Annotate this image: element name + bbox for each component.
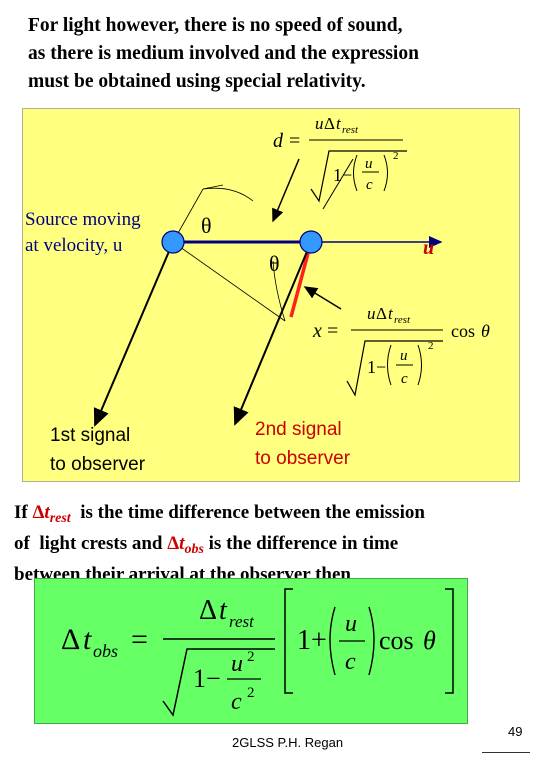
t-symbol-2: t	[179, 533, 185, 554]
svg-text:d: d	[273, 130, 284, 152]
doppler-formula-box: Δ t obs = Δ t rest 1− u 2 c 2 1+ u c cos…	[34, 578, 468, 724]
source-position-1	[161, 230, 185, 254]
svg-text:u: u	[345, 611, 357, 637]
signal-2-label: 2nd signal to observer	[255, 415, 350, 473]
theta-label-1: θ	[201, 213, 212, 238]
signal-1-path	[93, 241, 174, 427]
intro-line-1: For light however, there is no speed of …	[28, 15, 403, 36]
intro-line-3: must be obtained using special relativit…	[28, 71, 366, 92]
distance-equation: d = u Δ t rest 1− u c 2	[273, 114, 407, 203]
signal-1-label: 1st signal to observer	[50, 421, 145, 479]
description-line-1: If Δtrest is the time difference between…	[14, 498, 534, 529]
source-label-line-2: at velocity, u	[25, 235, 123, 256]
delta-symbol-2: Δ	[167, 533, 180, 554]
desc-if: If	[14, 502, 33, 523]
delta-t-rest: Δtrest	[32, 502, 71, 526]
desc-line1-rest: is the time difference between the emiss…	[70, 502, 425, 523]
svg-text:=: =	[131, 623, 148, 656]
desc-line2-start: of light crests and	[14, 533, 168, 554]
page-number-rule	[482, 752, 530, 753]
theta-label-2: θ	[269, 251, 280, 276]
svg-text:t: t	[388, 304, 394, 323]
svg-text:1+: 1+	[297, 625, 327, 656]
svg-text:1−: 1−	[193, 664, 221, 693]
svg-text:rest: rest	[342, 124, 359, 136]
svg-text:t: t	[336, 114, 342, 133]
svg-text:u: u	[231, 651, 243, 677]
svg-text:θ: θ	[481, 321, 490, 341]
projection-equation: x = u Δ t rest 1− u c 2 cos θ	[312, 304, 490, 397]
signal-2-label-line-2: to observer	[255, 448, 351, 469]
svg-text:cos: cos	[379, 626, 414, 655]
svg-text:t: t	[219, 595, 228, 626]
svg-text:1−: 1−	[333, 165, 352, 185]
svg-text:t: t	[83, 623, 92, 656]
svg-text:u: u	[315, 114, 324, 133]
svg-text:=: =	[327, 320, 338, 342]
svg-text:1−: 1−	[367, 357, 386, 377]
signal-2-label-line-1: 2nd signal	[255, 419, 342, 440]
angle-arc-1	[202, 187, 254, 202]
angle-arc-2	[272, 260, 286, 322]
arrow-line-upper	[322, 158, 354, 210]
diagram-panel: d = u Δ t rest 1− u c 2	[22, 108, 520, 482]
svg-text:c: c	[231, 689, 242, 715]
desc-line2-rest: is the difference in time	[203, 533, 399, 554]
arrow-to-d	[272, 158, 300, 223]
svg-text:2: 2	[247, 685, 255, 701]
svg-text:x: x	[312, 320, 322, 342]
svg-text:θ: θ	[423, 626, 436, 655]
description-line-2: of light crests and Δtobs is the differe…	[14, 529, 534, 560]
obs-subscript: obs	[184, 542, 204, 557]
delta-t-obs: Δtobs	[167, 533, 204, 557]
svg-text:Δ: Δ	[324, 114, 335, 133]
t-symbol: t	[44, 502, 50, 523]
signal-1-label-line-1: 1st signal	[50, 425, 131, 446]
svg-text:Δ: Δ	[376, 304, 387, 323]
intro-text: For light however, there is no speed of …	[28, 12, 528, 96]
velocity-label: u	[423, 237, 434, 259]
svg-text:rest: rest	[229, 612, 255, 631]
svg-text:rest: rest	[394, 314, 411, 326]
delta-symbol: Δ	[32, 502, 45, 523]
angle-guide-2	[172, 241, 286, 322]
signal-2-path	[233, 241, 312, 426]
doppler-diagram: d = u Δ t rest 1− u c 2	[93, 114, 490, 427]
source-label: Source moving at velocity, u	[25, 207, 141, 259]
rest-subscript: rest	[49, 511, 71, 526]
svg-text:u: u	[400, 348, 408, 364]
doppler-formula: Δ t obs = Δ t rest 1− u 2 c 2 1+ u c cos…	[61, 588, 454, 717]
svg-text:c: c	[401, 371, 408, 387]
distance-segment	[289, 241, 313, 318]
svg-text:2: 2	[247, 649, 255, 665]
source-position-2	[299, 230, 323, 254]
svg-text:Δ: Δ	[61, 623, 80, 656]
svg-text:u: u	[365, 156, 373, 172]
svg-text:2: 2	[428, 340, 434, 352]
svg-text:obs: obs	[93, 641, 118, 661]
svg-text:Δ: Δ	[199, 595, 217, 626]
svg-text:cos: cos	[451, 321, 475, 341]
description-text: If Δtrest is the time difference between…	[14, 498, 534, 589]
signal-1-label-line-2: to observer	[50, 454, 146, 475]
svg-text:=: =	[289, 130, 300, 152]
svg-text:2: 2	[393, 150, 399, 162]
svg-text:u: u	[367, 304, 376, 323]
svg-text:c: c	[345, 649, 356, 675]
source-label-line-1: Source moving	[25, 209, 141, 230]
svg-text:c: c	[366, 177, 373, 193]
footer-credit: 2GLSS P.H. Regan	[232, 735, 344, 750]
page-number: 49	[508, 724, 523, 739]
intro-line-2: as there is medium involved and the expr…	[28, 43, 419, 64]
arrow-to-x	[303, 286, 342, 310]
